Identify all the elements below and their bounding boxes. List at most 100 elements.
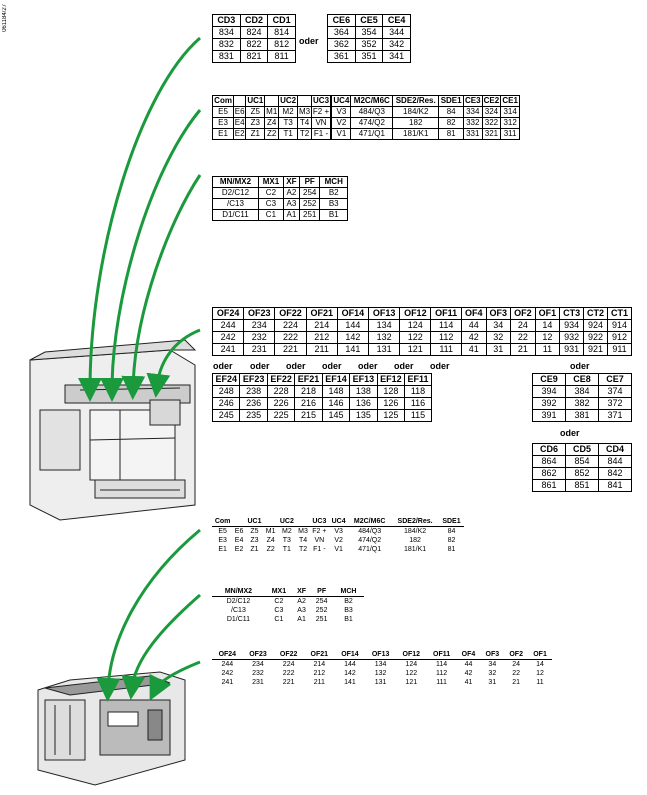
table-cell: 224 (282, 661, 295, 668)
table-cell: M1 (265, 528, 276, 535)
table-cell: A2 (282, 187, 300, 199)
table-cell: 246 (211, 397, 241, 410)
table-cell: B2 (319, 187, 348, 199)
table-cell: 216 (294, 397, 323, 410)
table-cell: 231 (243, 343, 276, 356)
table-header-cell: OF12 (399, 307, 432, 320)
table-cell: Z2 (266, 546, 275, 553)
table-cell: 234 (252, 661, 264, 668)
table-cell: V3 (334, 528, 343, 535)
table-cell: Z3 (250, 537, 259, 544)
table-cell: 854 (565, 455, 599, 468)
oder-label: oder (570, 361, 590, 371)
table-cell: 312 (500, 117, 520, 129)
table-cell: 41 (464, 679, 473, 686)
table-header-cell: OF2 (504, 650, 529, 660)
table-header-cell: CE8 (565, 373, 599, 386)
table-cell: 384 (565, 385, 599, 398)
table-cell: 121 (405, 679, 418, 686)
table-cell: Z1 (245, 128, 266, 140)
table-header-cell: XF (282, 176, 300, 188)
table-header-cell: EF13 (349, 373, 378, 386)
table-cell: 82 (438, 117, 464, 129)
table-header-cell: EF11 (404, 373, 432, 386)
table-header-cell: OF21 (305, 307, 338, 320)
table-cell: E4 (234, 537, 244, 544)
table-cell: 122 (399, 331, 432, 344)
table-cell: 44 (464, 661, 473, 668)
table-cell: Z4 (264, 117, 280, 129)
oder-label: oder (286, 361, 306, 371)
table-cell: 84 (438, 106, 464, 118)
table-cell: 364 (327, 26, 356, 39)
table-header-cell: CE5 (354, 14, 384, 27)
table-cell: 228 (266, 385, 296, 398)
table-cell: 252 (315, 607, 328, 614)
table-cell: Z5 (245, 106, 266, 118)
table-cell: 135 (349, 409, 378, 422)
table-cell: C3 (257, 198, 284, 210)
oder-label: oder (250, 361, 270, 371)
table-cell: 141 (344, 679, 356, 686)
table-cell: B3 (319, 198, 348, 210)
table-cell: 142 (336, 331, 370, 344)
table-cell: 851 (565, 479, 599, 492)
table-header-cell: EF12 (376, 373, 406, 386)
table-cell: VN (314, 537, 325, 544)
table-cell: 911 (607, 343, 632, 356)
table-cell: 484/Q3 (350, 106, 394, 118)
table-header-cell: PF (310, 587, 333, 597)
table-cell: C2 (257, 187, 284, 199)
table-cell: 232 (252, 670, 264, 677)
table-cell: V2 (331, 117, 352, 129)
table-cell: 14 (536, 661, 544, 668)
table-header-cell: EF21 (294, 373, 323, 386)
table-cell: 351 (354, 50, 384, 63)
table-cell: B2 (344, 598, 353, 605)
table-header-cell: M2C/M6C (350, 95, 394, 107)
table-cell: Z3 (245, 117, 266, 129)
table-header-cell: OF3 (480, 650, 505, 660)
table-cell: 222 (274, 331, 307, 344)
table-cell: 181/K1 (392, 128, 440, 140)
table-cell: 244 (221, 661, 234, 668)
table-cell: 81 (447, 546, 456, 553)
table-header-cell: SDE2/Res. (392, 95, 440, 107)
table-header-cell (297, 95, 312, 107)
table-header-cell (296, 517, 310, 527)
table-header-cell: OF23 (243, 307, 276, 320)
table-cell: V2 (334, 537, 343, 544)
table-header-cell: CE2 (481, 95, 502, 107)
table-header-cell: OF3 (485, 307, 512, 320)
table-header-cell: CE4 (382, 14, 411, 27)
table-header-cell: UC1 (245, 95, 266, 107)
table-header-cell: UC3 (309, 517, 330, 527)
table-cell: E2 (233, 128, 247, 140)
table-cell: T2 (298, 546, 308, 553)
table-cell: /C13 (212, 198, 259, 210)
table-header-cell: CE1 (500, 95, 520, 107)
table-header-cell: UC1 (244, 517, 265, 527)
table-cell: 242 (211, 331, 245, 344)
table-cell: 222 (282, 670, 295, 677)
table-cell: 81 (438, 128, 464, 140)
table-cell: 34 (488, 661, 497, 668)
table-cell: 471/Q1 (358, 546, 382, 553)
table-header-cell: SDE1 (438, 95, 464, 107)
